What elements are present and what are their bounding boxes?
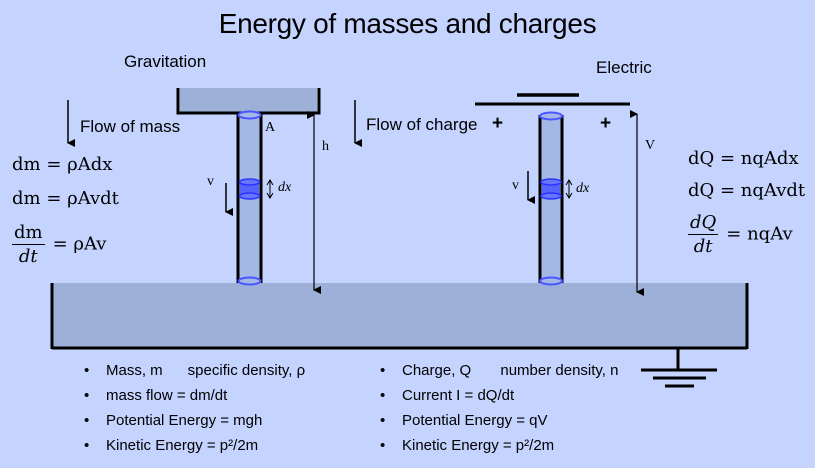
grav-dx-label: dx: [278, 180, 292, 195]
list-item: •Current I = dQ/dt: [380, 387, 515, 404]
elec-velocity-label: v: [512, 178, 519, 193]
charge-flow-label: Flow of charge: [366, 115, 478, 134]
charge-plate: [475, 93, 630, 106]
voltage-label: V: [645, 138, 656, 153]
list-item: •mass flow = dm/dt: [84, 387, 228, 404]
mass-eq3-rhs: = ρAv: [52, 233, 107, 255]
charge-eq3-denominator: dt: [693, 236, 713, 257]
elec-dx-label: dx: [576, 181, 590, 196]
bullet-list-right: •Charge, Q number density, n •Current I …: [380, 362, 619, 462]
charge-eq3-rhs: = nqAv: [726, 223, 793, 245]
grav-velocity-label: v: [207, 174, 214, 189]
list-item: •Kinetic Energy = p²/2m: [84, 437, 259, 454]
list-item: •Kinetic Energy = p²/2m: [380, 437, 555, 454]
electric-heading: Electric: [596, 58, 652, 77]
mass-flow-label: Flow of mass: [80, 117, 181, 136]
ground-icon: [641, 348, 717, 388]
list-item: •Mass, m specific density, ρ: [84, 362, 306, 379]
reservoir: [52, 283, 747, 348]
plus-sign-right: +: [600, 113, 612, 134]
page-title: Energy of masses and charges: [218, 8, 597, 39]
area-label: A: [265, 120, 276, 135]
elec-dx-arrow: [565, 179, 573, 199]
list-item: •Potential Energy = mgh: [84, 412, 263, 429]
height-label: h: [322, 139, 329, 154]
mass-tube: [236, 110, 263, 286]
list-item: •Potential Energy = qV: [380, 412, 548, 429]
upper-reservoir: [176, 88, 321, 115]
gravitation-heading: Gravitation: [124, 52, 207, 71]
mass-equation-1: dm = ρAdx: [12, 154, 113, 175]
mass-eq3-denominator: dt: [18, 246, 38, 267]
mass-eq3-numerator: dm: [12, 222, 45, 245]
charge-eq3-numerator: dQ: [688, 212, 719, 235]
plus-sign-left: +: [492, 113, 504, 134]
charge-tube: [538, 111, 564, 286]
bullet-list-left: •Mass, m specific density, ρ •mass flow …: [84, 362, 305, 462]
charge-equation-2: dQ = nqAvdt: [688, 180, 806, 201]
charge-equation-1: dQ = nqAdx: [688, 148, 799, 169]
list-item: •Charge, Q number density, n: [380, 362, 619, 379]
mass-equation-2: dm = ρAvdt: [12, 188, 119, 209]
grav-dx-arrow: [266, 179, 274, 199]
